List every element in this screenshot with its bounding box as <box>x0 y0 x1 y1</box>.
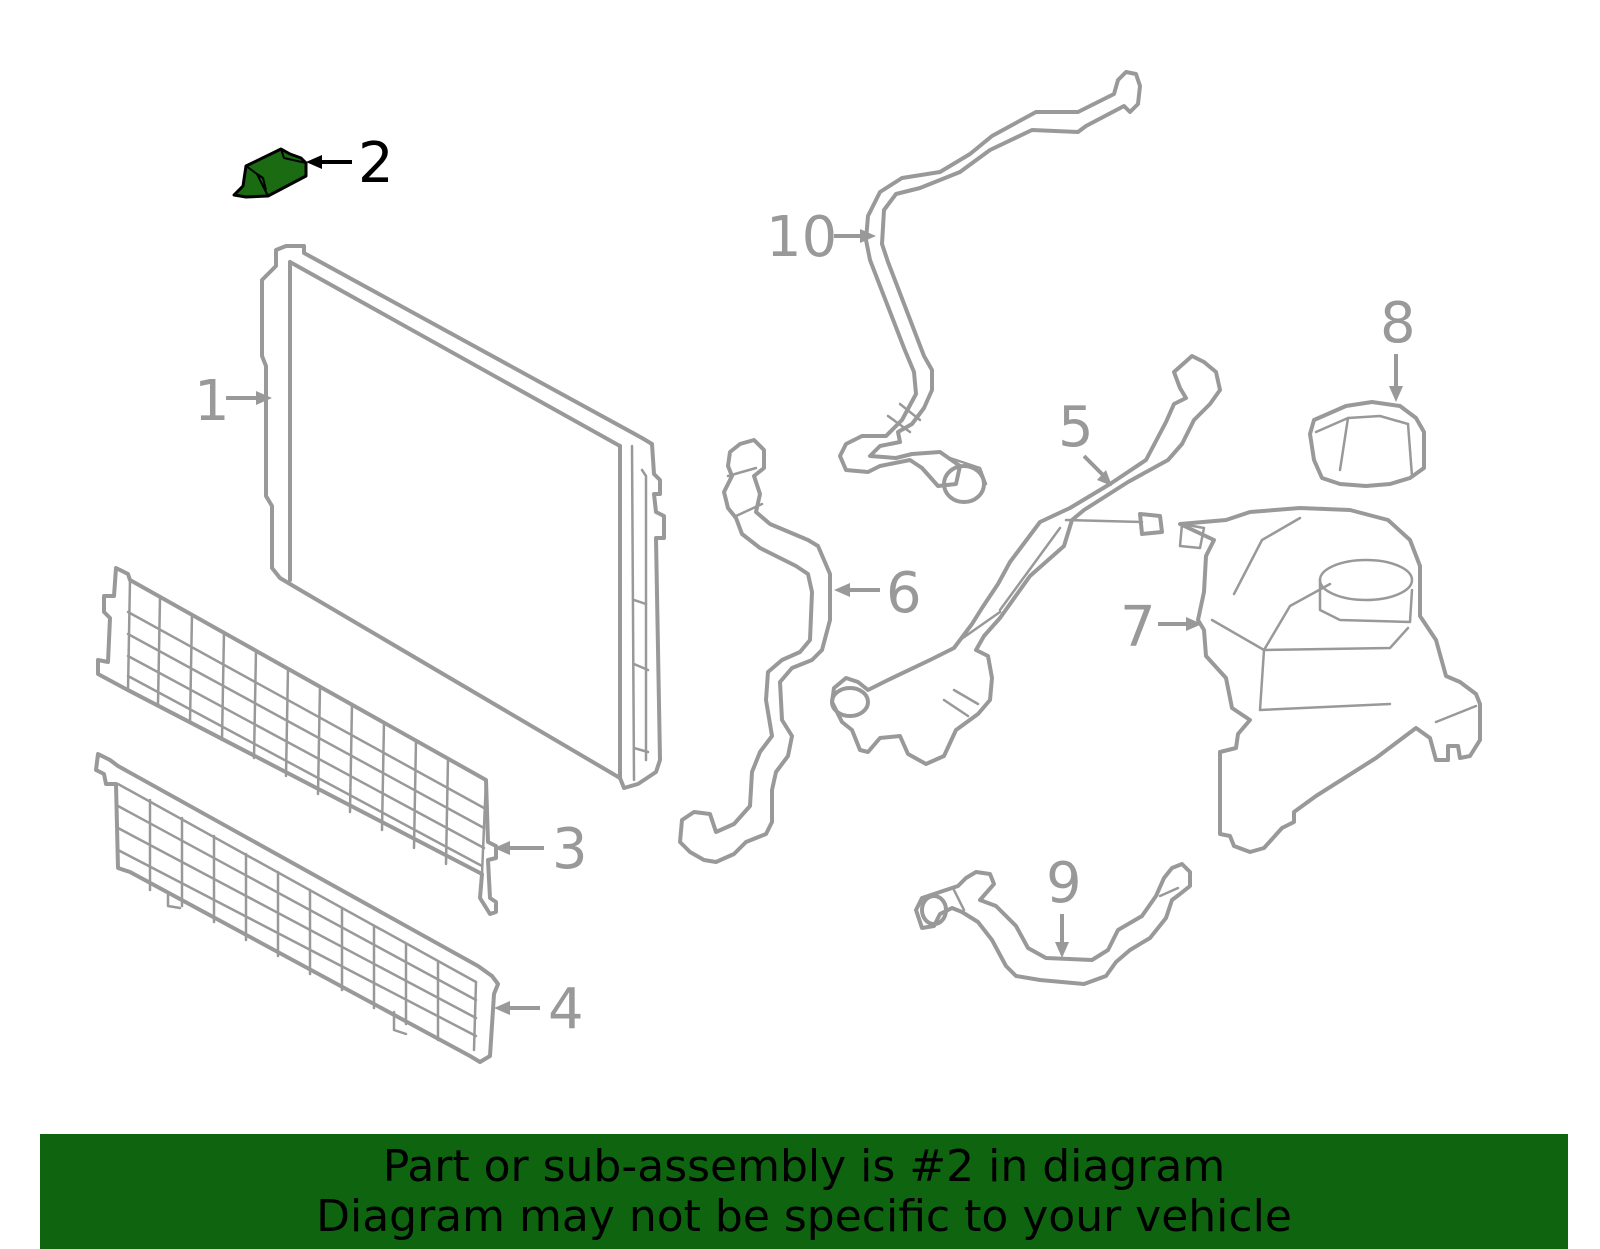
callout-label-6: 6 <box>886 561 922 626</box>
callout-1: 1 <box>194 369 272 434</box>
banner-line-2: Diagram may not be specific to your vehi… <box>316 1190 1292 1242</box>
callout-label-9: 9 <box>1046 851 1082 916</box>
callout-label-1: 1 <box>194 369 230 434</box>
info-banner: Part or sub-assembly is #2 in diagram Di… <box>40 1134 1568 1249</box>
part-6-hose[interactable] <box>678 438 832 864</box>
callout-label-7: 7 <box>1120 595 1156 660</box>
callout-3: 3 <box>494 817 588 882</box>
part-10-hose[interactable] <box>838 70 1142 504</box>
part-5-hose-assembly[interactable] <box>830 354 1222 766</box>
callout-10: 10 <box>766 205 876 270</box>
callout-6: 6 <box>834 561 922 626</box>
callout-label-2: 2 <box>358 131 394 196</box>
part-8-cap[interactable] <box>1308 400 1426 488</box>
banner-line-1: Part or sub-assembly is #2 in diagram <box>382 1140 1226 1192</box>
part-3-grille[interactable] <box>96 566 498 916</box>
callout-label-8: 8 <box>1380 291 1416 356</box>
part-2-sensor[interactable] <box>232 147 308 199</box>
callout-4: 4 <box>494 977 584 1042</box>
callout-label-4: 4 <box>548 977 584 1042</box>
callout-8: 8 <box>1380 291 1416 402</box>
part-7-expansion-tank[interactable] <box>1178 506 1482 854</box>
callout-5: 5 <box>1058 395 1112 486</box>
callout-9: 9 <box>1046 851 1082 958</box>
callout-7: 7 <box>1120 595 1202 660</box>
callout-label-3: 3 <box>552 817 588 882</box>
callout-2: 2 <box>306 131 394 196</box>
callout-label-5: 5 <box>1058 395 1094 460</box>
part-4-grille[interactable] <box>94 752 500 1064</box>
callout-label-10: 10 <box>766 205 837 270</box>
part-1-radiator[interactable] <box>260 244 666 790</box>
part-9-hose[interactable] <box>914 862 1192 986</box>
